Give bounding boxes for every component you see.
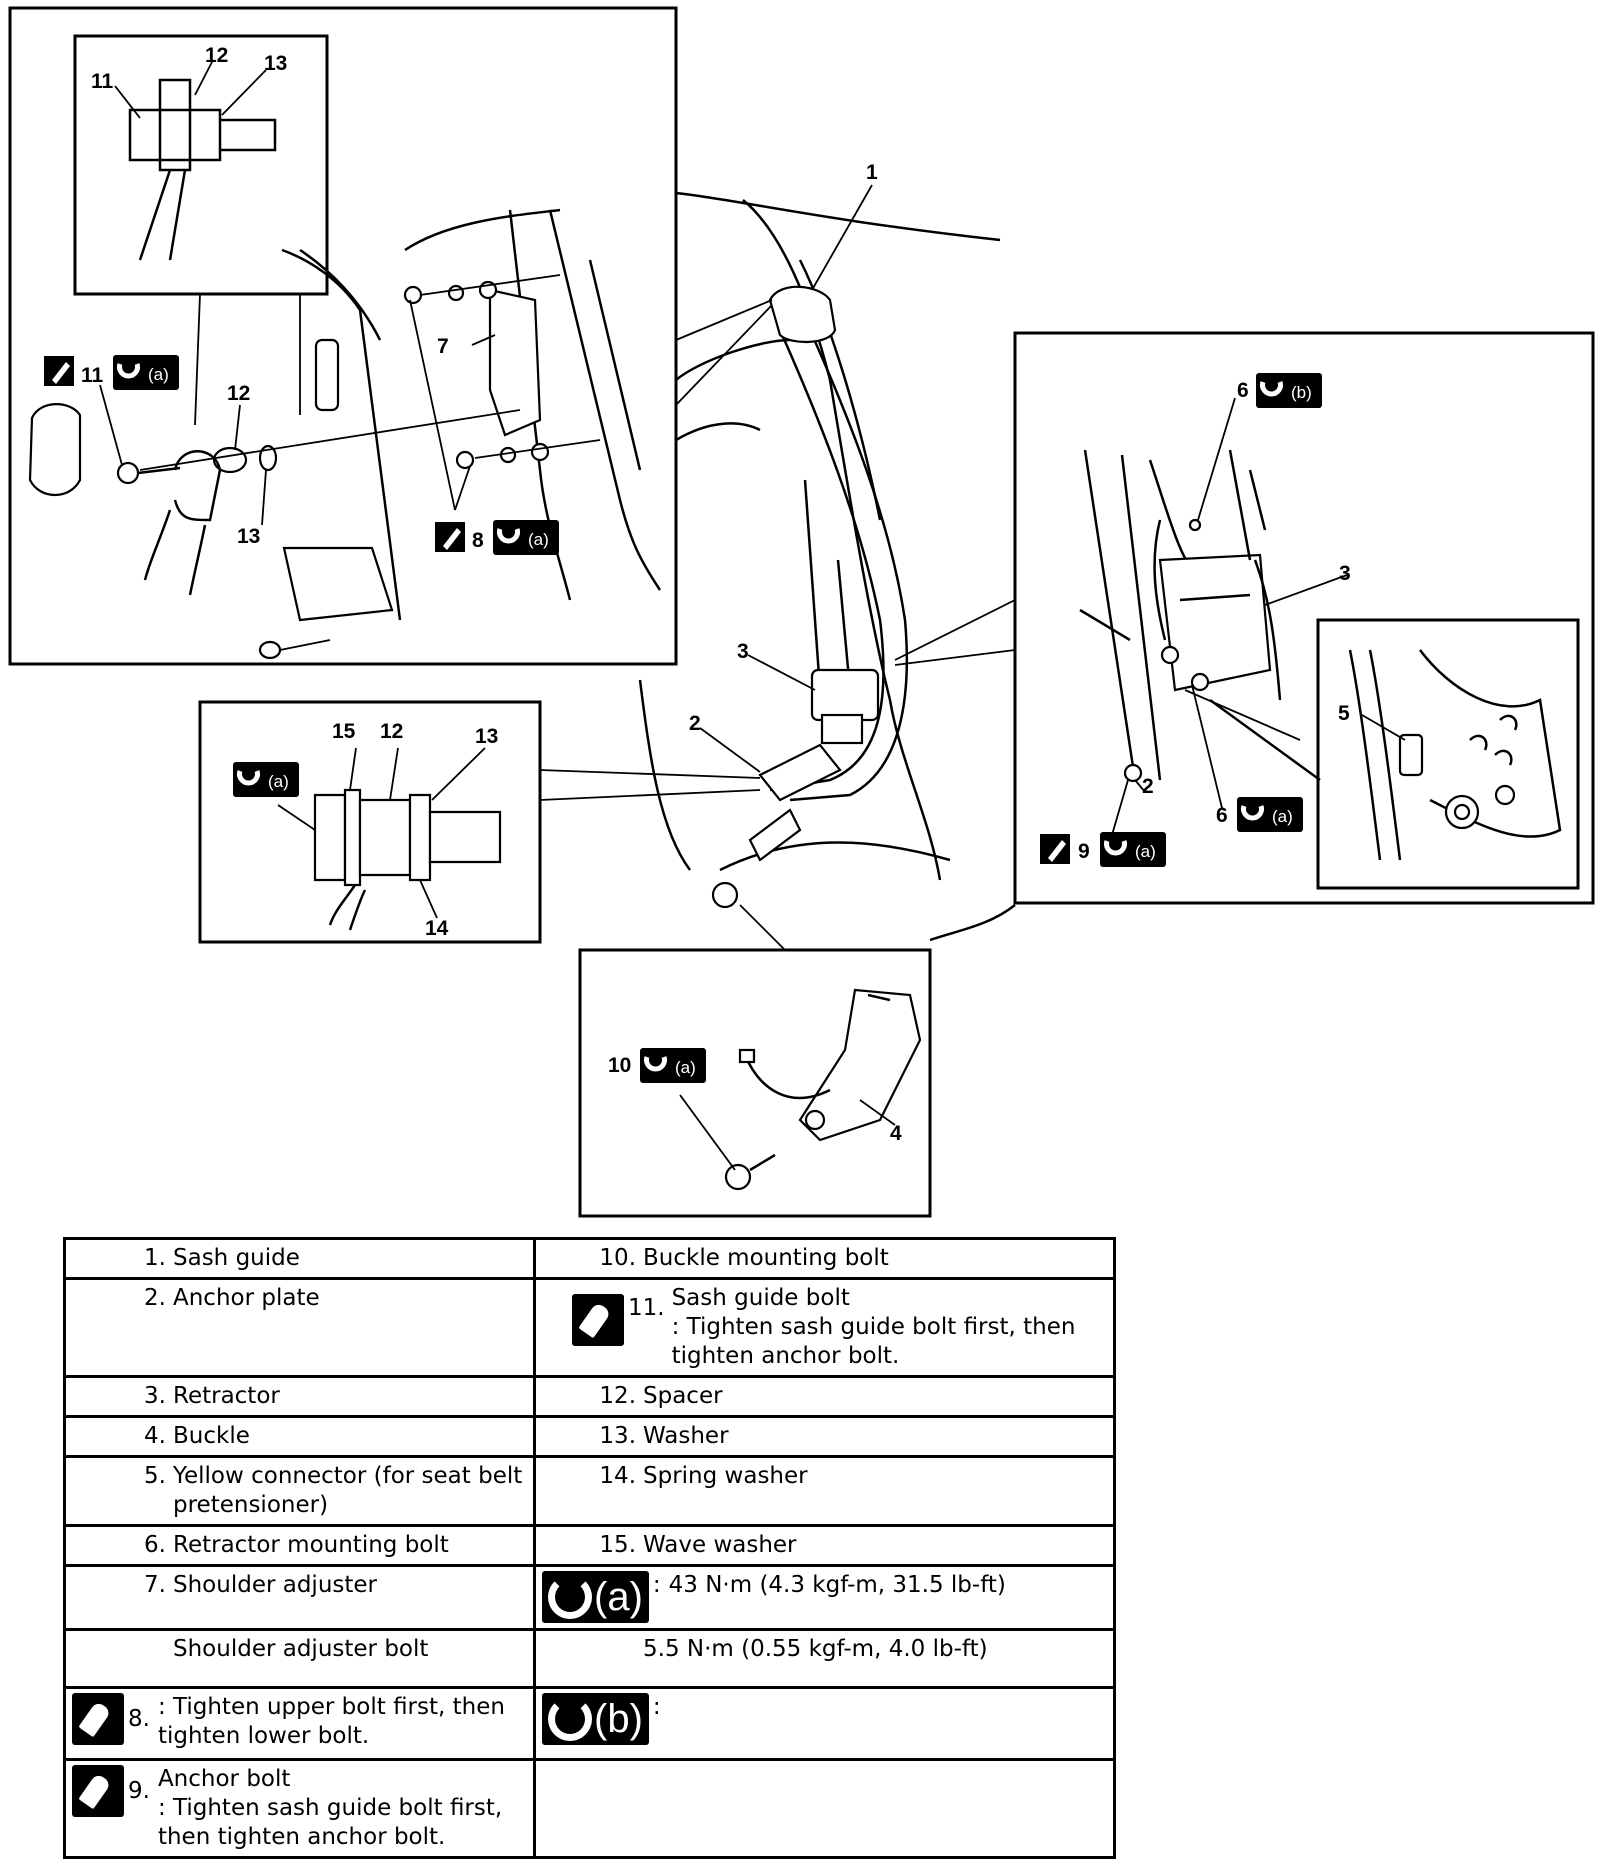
legend-num: 4. <box>144 1423 166 1449</box>
torque-tag-a-10: (a) <box>675 1058 696 1077</box>
callout-13-inset: 13 <box>264 52 287 75</box>
callout-13-b: 13 <box>475 725 498 748</box>
legend-num: 3. <box>144 1383 166 1409</box>
callout-15: 15 <box>332 720 356 743</box>
detail-box-anchor-bolt <box>198 700 542 944</box>
legend-row: 7. Shoulder adjuster (a):43 N·m (4.3 kgf-… <box>63 1564 1116 1631</box>
legend-num: 6. <box>144 1532 166 1558</box>
callout-11-inset: 11 <box>91 70 114 93</box>
callout-2: 2 <box>689 712 701 735</box>
callout-8: 8 <box>472 529 484 552</box>
legend-text: Sash guide <box>173 1245 300 1271</box>
legend-num: 7. <box>144 1572 166 1598</box>
legend-text: Buckle mounting bolt <box>643 1245 889 1271</box>
legend-text: Yellow connector (for seat belt pretensi… <box>173 1463 523 1518</box>
legend-row: Shoulder adjuster bolt 5.5 N·m (0.55 kgf… <box>63 1628 1116 1689</box>
legend-text: Spacer <box>643 1383 723 1409</box>
tighten-order-icon <box>72 1693 124 1745</box>
legend-text: Spring washer <box>643 1463 808 1489</box>
callout-12-inset: 12 <box>205 44 228 67</box>
legend-num: 15. <box>599 1532 636 1558</box>
legend-text: 5.5 N·m (0.55 kgf-m, 4.0 lb-ft) <box>643 1636 988 1662</box>
parts-legend-table: 1. Sash guide 10. Buckle mounting bolt 2. A… <box>63 1237 1116 1859</box>
torque-tag-a-11: (a) <box>148 365 169 384</box>
colon-text: : <box>652 1572 661 1598</box>
torque-a-label: (a) <box>594 1574 643 1619</box>
callout-7: 7 <box>437 335 449 358</box>
pillar-body-drawing <box>539 184 1016 951</box>
legend-text: Retractor <box>173 1383 280 1409</box>
legend-text: Shoulder adjuster bolt <box>173 1636 429 1662</box>
callout-3: 3 <box>737 640 749 663</box>
legend-text: Anchor bolt : Tighten sash guide bolt fi… <box>157 1766 503 1850</box>
callout-13: 13 <box>237 525 260 548</box>
tighten-order-icon <box>572 1294 624 1346</box>
detail-box-buckle <box>578 948 932 1218</box>
colon-text: : <box>652 1694 661 1720</box>
callout-10: 10 <box>608 1054 631 1077</box>
legend-text: Washer <box>643 1423 729 1449</box>
seat-belt-exploded-diagram: 1 3 2 11 12 13 <box>8 6 1595 1218</box>
callout-3-c: 3 <box>1339 562 1351 585</box>
wrench-icon <box>548 1575 592 1619</box>
torque-a-badge: (a) <box>542 1571 649 1623</box>
torque-b-badge: (b) <box>542 1693 649 1745</box>
wrench-icon <box>548 1697 592 1741</box>
callout-14: 14 <box>425 917 449 940</box>
torque-b-label: (b) <box>594 1696 643 1741</box>
legend-row: 6. Retractor mounting bolt 15. Wave washer <box>63 1524 1116 1567</box>
callout-6-bottom: 6 <box>1216 804 1228 827</box>
legend-row: 2. Anchor plate 11.Sash guide bolt : Tigh… <box>63 1277 1116 1378</box>
legend-text: Shoulder adjuster <box>173 1572 378 1598</box>
torque-tag-a-9: (a) <box>1135 842 1156 861</box>
torque-tag-b: (b) <box>1291 383 1312 402</box>
legend-row: 5. Yellow connector (for seat belt preten… <box>63 1455 1116 1527</box>
callout-1: 1 <box>866 161 878 184</box>
legend-text: Anchor plate <box>173 1285 320 1311</box>
legend-text: Wave washer <box>643 1532 797 1558</box>
legend-text: : Tighten upper bolt first, then tighten… <box>157 1694 505 1749</box>
callout-11: 11 <box>81 364 104 387</box>
callout-9: 9 <box>1078 840 1090 863</box>
legend-text: Sash guide bolt : Tighten sash guide bol… <box>671 1285 1076 1369</box>
legend-num: 13. <box>599 1423 636 1449</box>
legend-text: Retractor mounting bolt <box>173 1532 449 1558</box>
callout-12-b: 12 <box>380 720 403 743</box>
legend-text: 43 N·m (4.3 kgf-m, 31.5 lb-ft) <box>668 1572 1006 1598</box>
torque-tag-a-8: (a) <box>528 530 549 549</box>
callout-6-top: 6 <box>1237 379 1249 402</box>
legend-num: 8. <box>128 1706 150 1732</box>
legend-num: 12. <box>599 1383 636 1409</box>
legend-num: 9. <box>128 1778 150 1804</box>
legend-num: 5. <box>144 1463 166 1489</box>
torque-tag-a-box-b: (a) <box>268 772 289 791</box>
tighten-order-icon <box>72 1765 124 1817</box>
legend-row: 1. Sash guide 10. Buckle mounting bolt <box>63 1237 1116 1280</box>
legend-row: 8. : Tighten upper bolt first, then tight… <box>63 1686 1116 1761</box>
legend-text: Buckle <box>173 1423 250 1449</box>
legend-row: 3. Retractor 12. Spacer <box>63 1375 1116 1418</box>
legend-num: 2. <box>144 1285 166 1311</box>
legend-row: 4. Buckle 13. Washer <box>63 1415 1116 1458</box>
legend-num: 14. <box>599 1463 636 1489</box>
torque-tag-a-6: (a) <box>1272 807 1293 826</box>
legend-num: 10. <box>599 1245 636 1271</box>
legend-num: 1. <box>144 1245 166 1271</box>
callout-5: 5 <box>1338 702 1350 725</box>
legend-num: 11. <box>628 1295 665 1321</box>
callout-4: 4 <box>890 1122 902 1145</box>
detail-box-retractor <box>1013 331 1595 905</box>
detail-box-shoulder-adjuster: 11 12 13 <box>8 6 678 666</box>
callout-12: 12 <box>227 382 250 405</box>
legend-row: 9. Anchor bolt : Tighten sash guide bolt … <box>63 1758 1116 1859</box>
callout-2-c: 2 <box>1142 775 1154 798</box>
